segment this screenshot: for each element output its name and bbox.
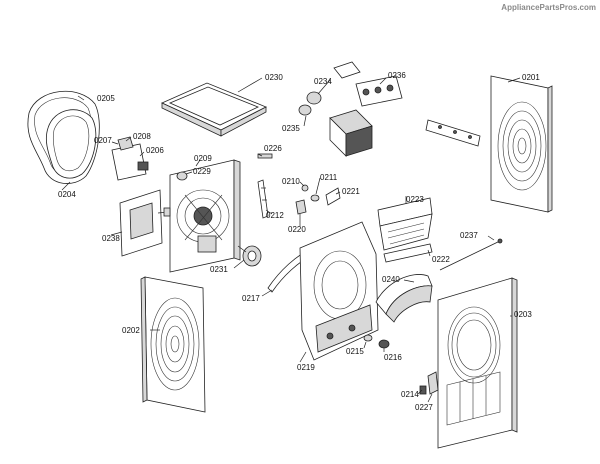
screw-part[interactable] bbox=[257, 153, 273, 159]
label-0212[interactable]: 0212 bbox=[266, 211, 284, 220]
label-0217[interactable]: 0217 bbox=[242, 294, 260, 303]
right-side-panel-part[interactable] bbox=[490, 75, 553, 213]
front-bulkhead-part[interactable] bbox=[299, 221, 379, 361]
left-side-panel-part[interactable] bbox=[140, 276, 206, 413]
label-0203[interactable]: 0203 bbox=[514, 310, 532, 319]
label-0219[interactable]: 0219 bbox=[297, 363, 315, 372]
label-0202[interactable]: 0202 bbox=[122, 326, 140, 335]
rod-part[interactable] bbox=[439, 238, 503, 271]
label-0220[interactable]: 0220 bbox=[288, 225, 306, 234]
small-knob-part[interactable] bbox=[176, 171, 188, 181]
label-0211[interactable]: 0211 bbox=[320, 173, 338, 182]
front-panel-part[interactable] bbox=[437, 277, 518, 449]
label-0221[interactable]: 0221 bbox=[342, 187, 360, 196]
label-0231[interactable]: 0231 bbox=[210, 265, 228, 274]
label-0238[interactable]: 0238 bbox=[102, 234, 120, 243]
filter-seal-part[interactable] bbox=[383, 243, 433, 263]
roller-part[interactable] bbox=[363, 334, 390, 349]
heater-housing-part[interactable] bbox=[329, 109, 373, 157]
label-0236[interactable]: 0236 bbox=[388, 71, 406, 80]
label-0240[interactable]: 0240 bbox=[382, 275, 400, 284]
rear-frame-part[interactable] bbox=[169, 159, 241, 273]
label-0229[interactable]: 0229 bbox=[193, 167, 211, 176]
watermark: AppliancePartsPros.com bbox=[501, 3, 596, 12]
label-0201[interactable]: 0201 bbox=[522, 73, 540, 82]
label-0226[interactable]: 0226 bbox=[264, 144, 282, 153]
label-0235[interactable]: 0235 bbox=[282, 124, 300, 133]
label-0230[interactable]: 0230 bbox=[265, 73, 283, 82]
wiring-strip-part[interactable] bbox=[425, 119, 481, 147]
label-0206[interactable]: 0206 bbox=[146, 146, 164, 155]
bracket-part[interactable] bbox=[257, 179, 269, 219]
control-board-part[interactable] bbox=[333, 61, 403, 107]
label-0205[interactable]: 0205 bbox=[97, 94, 115, 103]
leader-lines bbox=[61, 77, 521, 403]
label-0215[interactable]: 0215 bbox=[346, 347, 364, 356]
label-0209[interactable]: 0209 bbox=[194, 154, 212, 163]
gasket-part[interactable] bbox=[45, 109, 97, 179]
part-number-labels: 0230 0234 0236 0201 0235 0205 0208 0207 … bbox=[58, 71, 540, 412]
lint-filter-part[interactable] bbox=[377, 197, 433, 251]
label-0214[interactable]: 0214 bbox=[401, 390, 419, 399]
sensor-part[interactable] bbox=[295, 184, 341, 215]
duct-connector-part[interactable] bbox=[111, 136, 149, 181]
label-0204[interactable]: 0204 bbox=[58, 190, 76, 199]
label-0234[interactable]: 0234 bbox=[314, 77, 332, 86]
top-cover-part[interactable] bbox=[161, 82, 267, 137]
thermostat-part[interactable] bbox=[298, 91, 322, 116]
door-bezel-part[interactable] bbox=[375, 274, 433, 323]
pulley-part[interactable] bbox=[237, 245, 262, 267]
label-0222[interactable]: 0222 bbox=[432, 255, 450, 264]
label-0216[interactable]: 0216 bbox=[384, 353, 402, 362]
label-0223[interactable]: 0223 bbox=[406, 195, 424, 204]
label-0210[interactable]: 0210 bbox=[282, 177, 300, 186]
door-latch-part[interactable] bbox=[419, 371, 439, 395]
label-0237[interactable]: 0237 bbox=[460, 231, 478, 240]
rear-duct-part[interactable] bbox=[119, 189, 171, 257]
label-0208[interactable]: 0208 bbox=[133, 132, 151, 141]
label-0207[interactable]: 0207 bbox=[94, 136, 112, 145]
label-0227[interactable]: 0227 bbox=[415, 403, 433, 412]
